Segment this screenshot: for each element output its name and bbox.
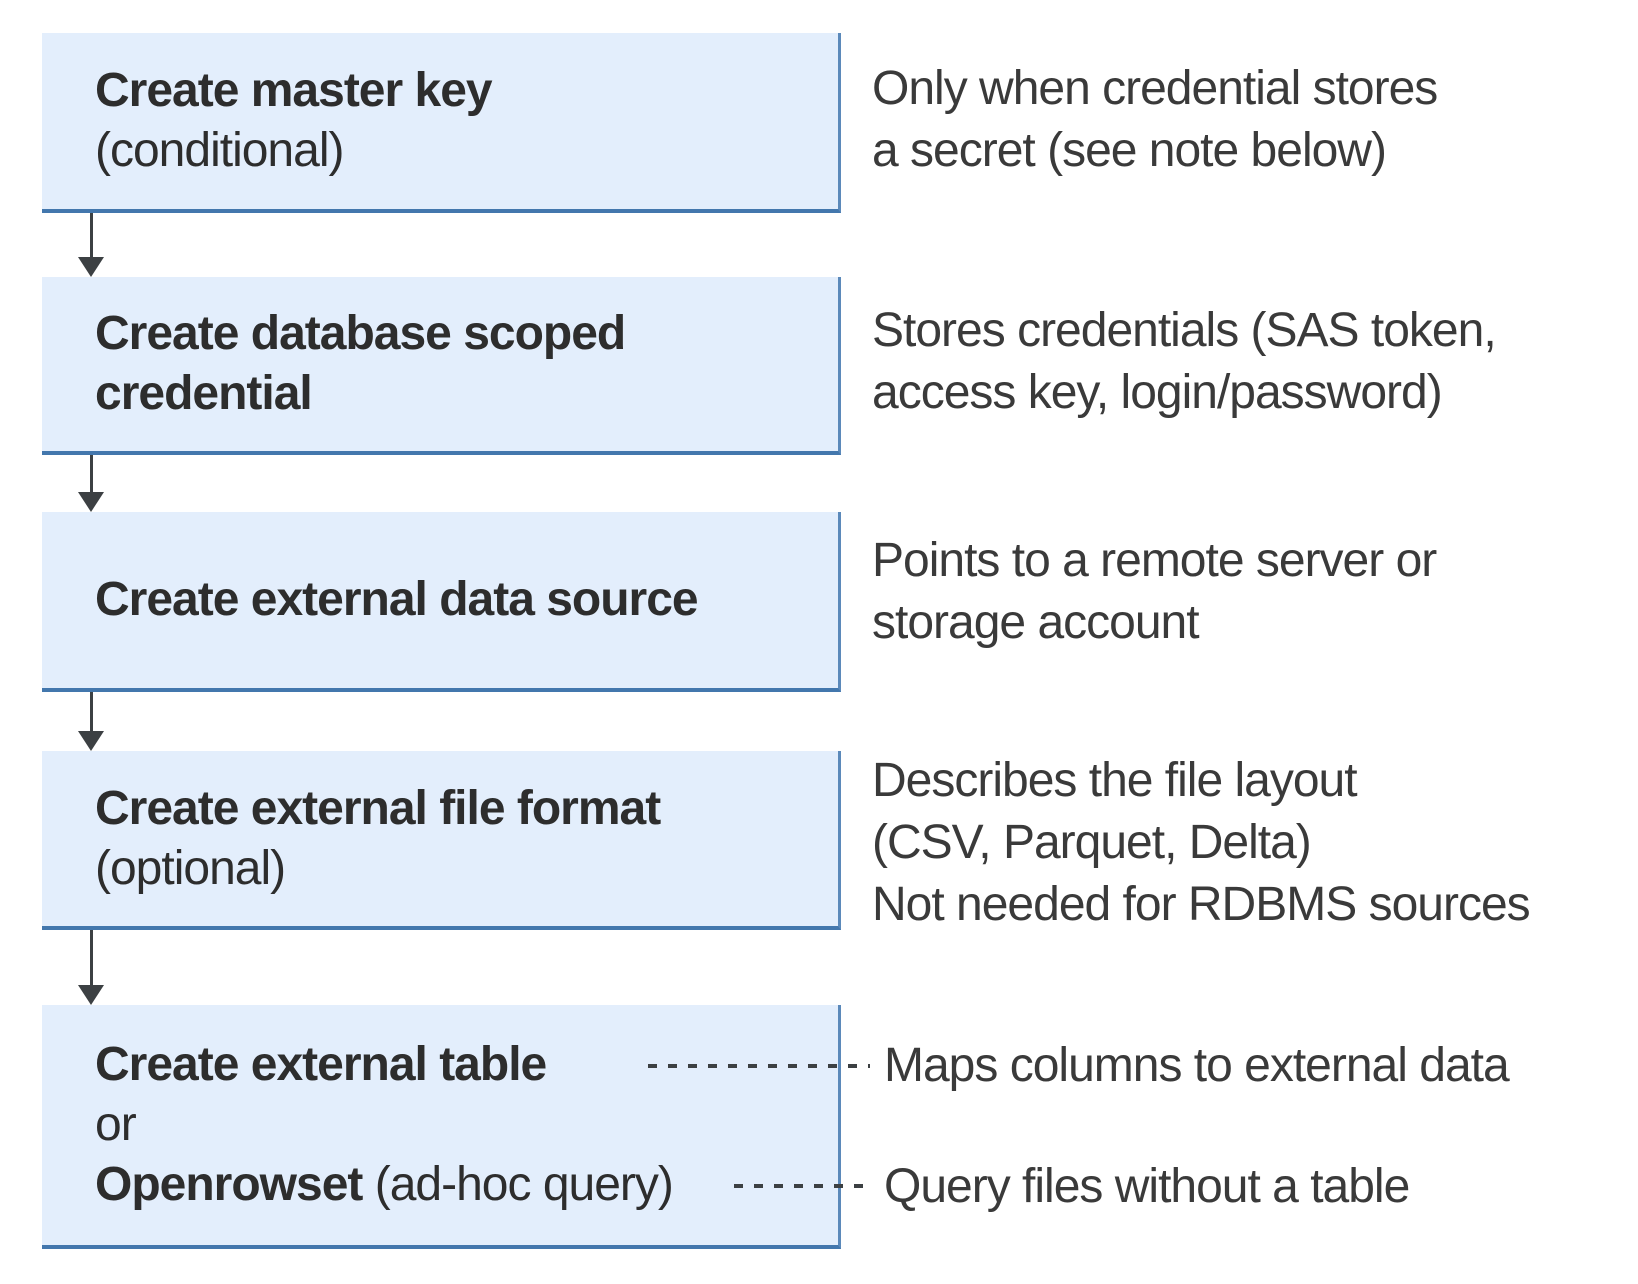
- arrow-shaft: [89, 692, 93, 731]
- annotation-file-format: Describes the file layout (CSV, Parquet,…: [872, 750, 1531, 936]
- annotation-line: Not needed for RDBMS sources: [872, 878, 1531, 931]
- step-box-create-database-scoped-credential: Create database scoped credential: [42, 277, 841, 455]
- annotation-line: a secret (see note below): [872, 124, 1387, 177]
- down-arrow-icon: [78, 455, 104, 512]
- annotation-external-table: Maps columns to external data: [884, 1035, 1510, 1097]
- arrow-head: [78, 731, 104, 751]
- down-arrow-icon: [78, 213, 104, 277]
- annotation-master-key: Only when credential stores a secret (se…: [872, 58, 1438, 182]
- annotation-line: Only when credential stores: [872, 62, 1438, 115]
- dashed-connector-external-table: [648, 1064, 870, 1068]
- step-title: Create master key: [95, 64, 493, 117]
- step-box-create-external-file-format: Create external file format (optional): [42, 751, 841, 930]
- dashed-connector-openrowset: [734, 1184, 870, 1188]
- step-box-create-external-data-source: Create external data source: [42, 512, 841, 692]
- arrow-shaft: [89, 213, 93, 257]
- step-subtitle: (conditional): [95, 124, 344, 177]
- annotation-data-source: Points to a remote server or storage acc…: [872, 530, 1437, 654]
- step-alt-suffix: (ad-hoc query): [374, 1158, 674, 1211]
- annotation-scoped-credential: Stores credentials (SAS token, access ke…: [872, 300, 1497, 424]
- annotation-line: Stores credentials (SAS token,: [872, 304, 1497, 357]
- arrow-head: [78, 257, 104, 277]
- arrow-head: [78, 492, 104, 512]
- down-arrow-icon: [78, 930, 104, 1005]
- step-alt-title: Openrowset: [95, 1158, 363, 1211]
- annotation-openrowset: Query files without a table: [884, 1156, 1410, 1218]
- annotation-line: (CSV, Parquet, Delta): [872, 816, 1312, 869]
- down-arrow-icon: [78, 692, 104, 751]
- annotation-line: Describes the file layout: [872, 754, 1358, 807]
- step-title: Create database scoped credential: [95, 307, 626, 420]
- arrow-shaft: [89, 455, 93, 492]
- annotation-line: Maps columns to external data: [884, 1039, 1510, 1092]
- step-or-label: or: [95, 1098, 137, 1151]
- step-title: Create external table: [95, 1038, 547, 1091]
- step-box-create-external-table-or-openrowset: Create external table or Openrowset (ad-…: [42, 1005, 841, 1249]
- annotation-line: Query files without a table: [884, 1160, 1410, 1213]
- annotation-line: Points to a remote server or: [872, 534, 1437, 587]
- step-subtitle: (optional): [95, 841, 286, 895]
- step-title: Create external file format: [95, 781, 661, 835]
- step-title: Create external data source: [95, 573, 699, 626]
- step-alt-title-line: Openrowset (ad-hoc query): [95, 1155, 838, 1215]
- arrow-head: [78, 985, 104, 1005]
- annotation-line: access key, login/password): [872, 366, 1443, 419]
- arrow-shaft: [89, 930, 93, 985]
- annotation-line: storage account: [872, 596, 1200, 649]
- step-box-create-master-key: Create master key (conditional): [42, 33, 841, 213]
